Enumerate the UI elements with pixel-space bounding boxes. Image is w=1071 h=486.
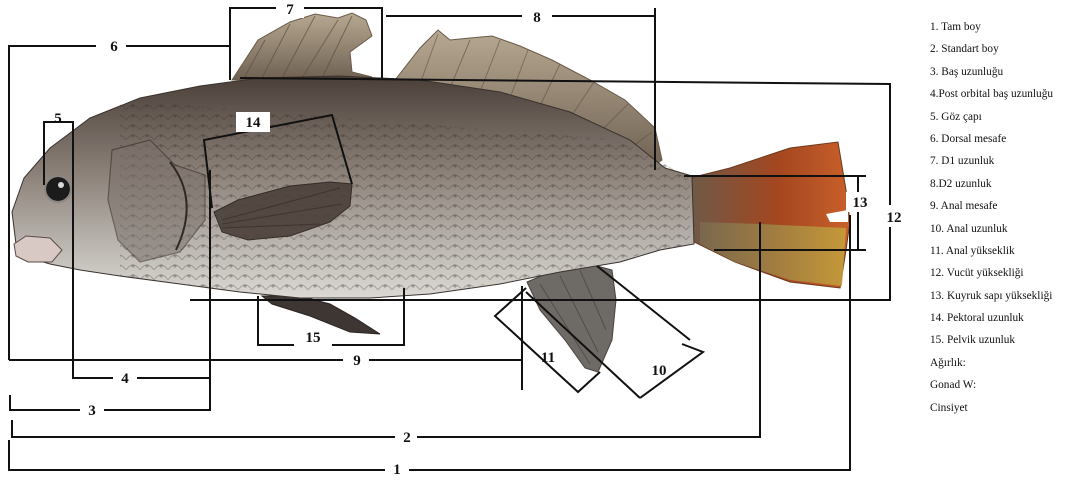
label-11: 11 <box>541 350 555 366</box>
first-dorsal-fin <box>232 13 372 80</box>
caudal-fin-lower-lobe <box>700 222 846 286</box>
legend-item-sex: Cinsiyet <box>930 401 1070 423</box>
legend-item-peduncle-height: 13. Kuyruk sapı yüksekliği <box>930 289 1070 311</box>
legend-item-pelvic-length: 15. Pelvik uzunluk <box>930 333 1070 355</box>
label-1: 1 <box>393 462 401 478</box>
label-13: 13 <box>853 195 868 211</box>
legend-item-anal-distance: 9. Anal mesafe <box>930 199 1070 221</box>
pelvic-fin <box>262 296 380 334</box>
label-12: 12 <box>887 210 902 226</box>
fish-illustration <box>12 13 850 372</box>
legend-item-gonad-weight: Gonad W: <box>930 378 1070 400</box>
legend-item-body-height: 12. Vucüt yüksekliği <box>930 266 1070 288</box>
legend-item-standard-length: 2. Standart boy <box>930 42 1070 64</box>
legend-item-d2-length: 8.D2 uzunluk <box>930 177 1070 199</box>
label-2: 2 <box>403 430 411 446</box>
label-8: 8 <box>533 10 541 26</box>
line-anal-distance <box>9 360 522 390</box>
legend-item-d1-length: 7. D1 uzunluk <box>930 154 1070 176</box>
label-5: 5 <box>54 111 62 127</box>
legend-item-anal-length: 10. Anal uzunluk <box>930 222 1070 244</box>
label-4: 4 <box>121 371 129 387</box>
legend-item-anal-height: 11. Anal yükseklik <box>930 244 1070 266</box>
label-14: 14 <box>246 115 262 131</box>
legend-item-weight: Ağırlık: <box>930 356 1070 378</box>
label-9: 9 <box>353 353 361 369</box>
legend-item-eye-diameter: 5. Göz çapı <box>930 110 1070 132</box>
label-7: 7 <box>286 2 294 18</box>
legend-item-postorbital-length: 4.Post orbital baş uzunluğu <box>930 87 1070 109</box>
legend-item-pectoral-length: 14. Pektoral uzunluk <box>930 311 1070 333</box>
legend-item-total-length: 1. Tam boy <box>930 20 1070 42</box>
label-10: 10 <box>652 363 667 379</box>
label-6: 6 <box>110 39 118 55</box>
measurement-legend: 1. Tam boy 2. Standart boy 3. Baş uzunlu… <box>930 20 1070 423</box>
label-3: 3 <box>88 403 96 419</box>
legend-item-dorsal-distance: 6. Dorsal mesafe <box>930 132 1070 154</box>
legend-item-head-length: 3. Baş uzunluğu <box>930 65 1070 87</box>
label-15: 15 <box>306 330 321 346</box>
fish-eye <box>46 177 70 201</box>
